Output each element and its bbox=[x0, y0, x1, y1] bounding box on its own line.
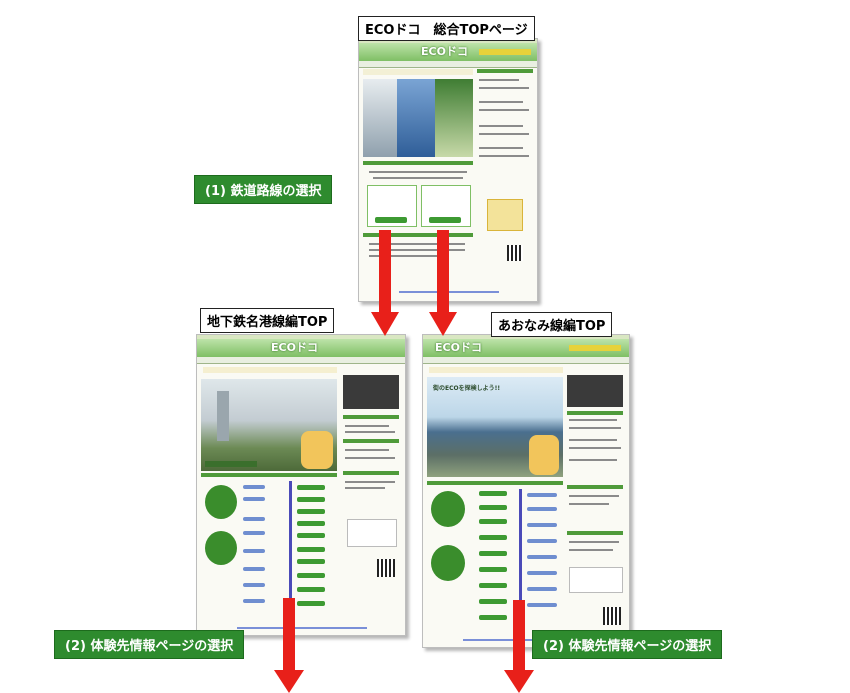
experience-circle-1[interactable] bbox=[431, 491, 465, 527]
title-strip bbox=[203, 367, 337, 373]
screen-logo: ECOドコ bbox=[435, 341, 482, 354]
map-header bbox=[201, 473, 337, 477]
screen-topbar bbox=[197, 335, 405, 339]
right-photo bbox=[567, 375, 623, 407]
step1-label: (1) 鉄道路線の選択 bbox=[194, 175, 333, 204]
experience-circle-2[interactable] bbox=[431, 545, 465, 581]
arrow-head-left-down bbox=[274, 670, 304, 693]
route-select-header bbox=[363, 161, 473, 165]
experience-circle-2[interactable] bbox=[205, 531, 237, 565]
header-banner[interactable] bbox=[479, 49, 531, 55]
screen-logo: ECOドコ bbox=[271, 341, 318, 354]
hero-caption-bar bbox=[363, 69, 473, 75]
aonami-top-screenshot: ECOドコ 街のECOを探検しよう!! bbox=[422, 334, 630, 648]
step2-right-label: (2) 体験先情報ページの選択 bbox=[532, 630, 723, 659]
right-photo bbox=[343, 375, 399, 409]
side-yellow-banner[interactable] bbox=[487, 199, 523, 231]
hero-characters bbox=[529, 435, 559, 475]
aonami-enter-button[interactable] bbox=[429, 217, 461, 223]
qr-code bbox=[377, 559, 395, 577]
screen-header bbox=[359, 43, 537, 61]
screen-topbar bbox=[359, 39, 537, 43]
arrow-head-right-down bbox=[504, 670, 534, 693]
route-line bbox=[289, 481, 292, 621]
qr-code bbox=[603, 607, 621, 625]
experience-circle-1[interactable] bbox=[205, 485, 237, 519]
qr-code bbox=[507, 245, 523, 261]
title-strip bbox=[429, 367, 563, 373]
hero-tower bbox=[217, 391, 229, 441]
subway-top-label: 地下鉄名港線編TOP bbox=[200, 308, 335, 333]
route-line bbox=[519, 489, 522, 629]
hero-photo-water bbox=[397, 79, 435, 157]
screen-logo: ECOドコ bbox=[421, 45, 468, 58]
hero-photo-flowers bbox=[435, 79, 473, 157]
side-banner[interactable] bbox=[569, 567, 623, 593]
aonami-top-label: あおなみ線編TOP bbox=[491, 312, 613, 337]
subway-enter-button[interactable] bbox=[375, 217, 407, 223]
info-header bbox=[363, 233, 473, 237]
header-banner[interactable] bbox=[569, 345, 621, 351]
hero-characters bbox=[301, 431, 333, 469]
hero-caption: 街のECOを探検しよう!! bbox=[433, 385, 501, 392]
screen-header bbox=[423, 339, 629, 357]
right-column-header bbox=[477, 69, 533, 73]
screen-nav[interactable] bbox=[197, 357, 405, 364]
map-header bbox=[427, 481, 563, 485]
top-page-screenshot: ECOドコ bbox=[358, 38, 538, 302]
screen-nav[interactable] bbox=[359, 61, 537, 68]
arrow-head-aonami bbox=[429, 312, 457, 336]
hero-photo-building bbox=[363, 79, 397, 157]
subway-top-screenshot: ECOドコ bbox=[196, 334, 406, 636]
side-banner[interactable] bbox=[347, 519, 397, 547]
top-page-label: ECOドコ 総合TOPページ bbox=[358, 16, 535, 41]
step2-left-label: (2) 体験先情報ページの選択 bbox=[54, 630, 245, 659]
screen-nav[interactable] bbox=[423, 357, 629, 364]
hero-caption bbox=[205, 461, 257, 467]
arrow-head-subway bbox=[371, 312, 399, 336]
screen-header bbox=[197, 339, 405, 357]
screen-topbar bbox=[423, 335, 629, 339]
